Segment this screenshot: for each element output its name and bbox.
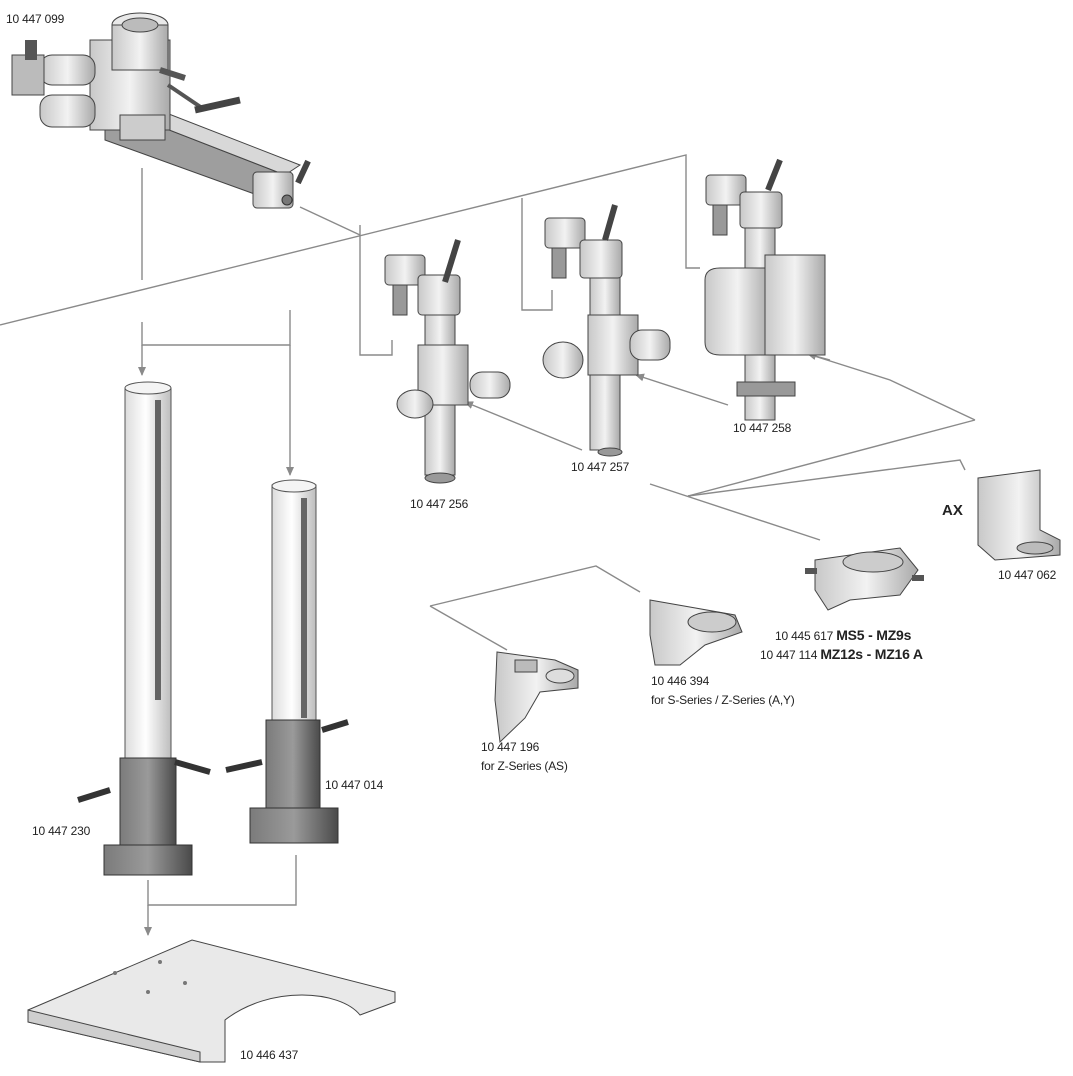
label-column-230: 10 447 230 <box>32 824 91 838</box>
drive-256-illustration <box>384 239 511 484</box>
column-230-illustration <box>77 381 211 876</box>
holder-114-code: 10 447 114 <box>760 648 818 662</box>
label-holder-196: 10 447 196 <box>481 740 540 754</box>
holder-114-model: MZ12s - MZ16 A <box>820 646 923 662</box>
label-holder-617: 10 445 617 MS5 - MZ9s <box>775 627 911 643</box>
drive-257-illustration <box>542 204 671 457</box>
holder-394-illustration <box>649 599 743 666</box>
label-column-014: 10 447 014 <box>325 778 384 792</box>
label-arm: 10 447 099 <box>6 12 65 26</box>
label-holder-394: 10 446 394 <box>651 674 710 688</box>
holder-617-illustration <box>805 547 924 611</box>
base-plate-illustration <box>27 939 396 1063</box>
holder-ax-illustration <box>977 469 1061 561</box>
label-base: 10 446 437 <box>240 1048 299 1062</box>
connector-lines <box>0 154 976 936</box>
holder-617-model: MS5 - MZ9s <box>836 627 912 643</box>
holder-196-illustration <box>494 651 579 744</box>
label-holder-114: 10 447 114 MZ12s - MZ16 A <box>760 646 923 662</box>
holder-617-code: 10 445 617 <box>775 629 834 643</box>
label-holder-394-note: for S-Series / Z-Series (A,Y) <box>651 693 795 707</box>
label-drive-258: 10 447 258 <box>733 421 792 435</box>
label-drive-256: 10 447 256 <box>410 497 469 511</box>
label-ax: AX <box>942 502 963 519</box>
label-holder-ax: 10 447 062 <box>998 568 1057 582</box>
label-holder-196-note: for Z-Series (AS) <box>481 759 568 773</box>
label-drive-257: 10 447 257 <box>571 460 630 474</box>
drive-258-illustration <box>704 158 826 421</box>
column-014-illustration <box>225 479 349 844</box>
arm-illustration <box>11 12 311 209</box>
